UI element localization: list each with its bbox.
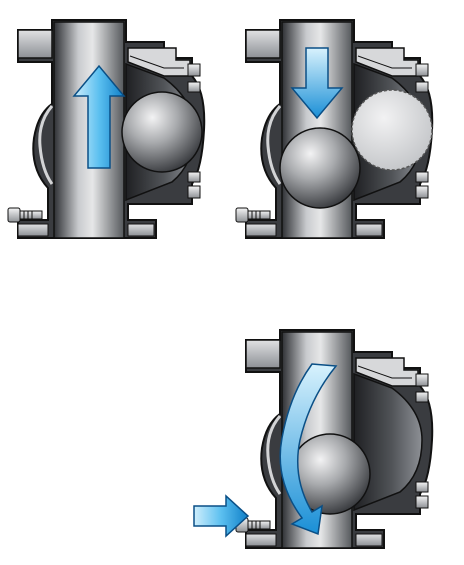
valve-panel-flow-open [6, 18, 206, 240]
down-arrow-icon [290, 47, 344, 120]
ball-icon [121, 91, 203, 173]
valve-panel-backflush [234, 328, 434, 550]
ball-ghost-icon [351, 89, 433, 171]
curved-arrow-icon [279, 363, 338, 536]
ball-icon [279, 127, 361, 209]
valve-panel-flow-closed [234, 18, 434, 240]
up-arrow-icon [72, 64, 126, 169]
right-arrow-icon [193, 494, 250, 538]
